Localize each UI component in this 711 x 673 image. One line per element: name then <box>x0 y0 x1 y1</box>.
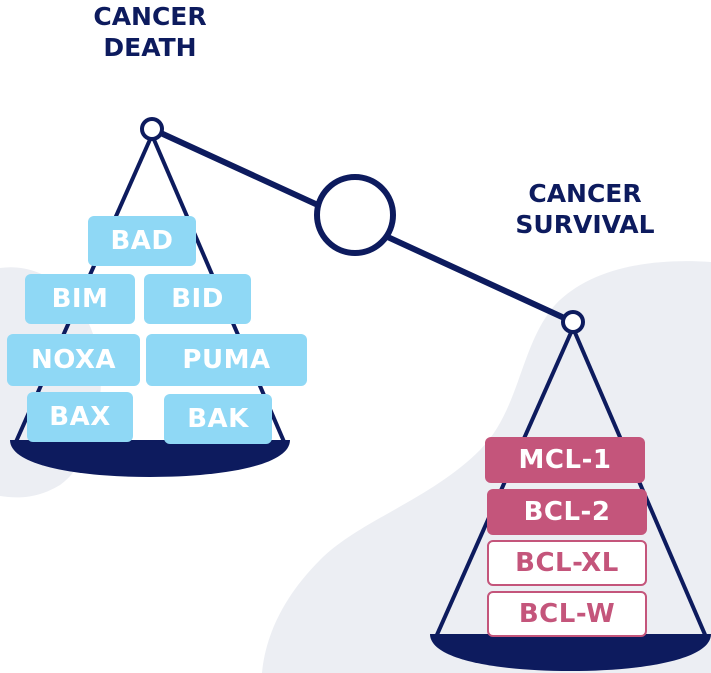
right-pan-hook <box>561 310 585 334</box>
protein-block-bad: BAD <box>88 216 196 266</box>
protein-block-bax: BAX <box>27 392 133 442</box>
protein-block-bim: BIM <box>25 274 135 324</box>
protein-block-bcl-2: BCL-2 <box>487 489 647 535</box>
cancer-death-heading: CANCER DEATH <box>60 1 240 63</box>
protein-block-puma: PUMA <box>146 334 307 386</box>
protein-block-noxa: NOXA <box>7 334 140 386</box>
protein-block-bid: BID <box>144 274 251 324</box>
left-pan <box>10 440 290 477</box>
left-pan-hook <box>140 117 164 141</box>
protein-block-bcl-w: BCL-W <box>487 591 647 637</box>
right-pan <box>430 634 711 671</box>
heading-line: SURVIVAL <box>515 210 655 239</box>
scale-pivot <box>314 174 396 256</box>
cancer-survival-heading: CANCER SURVIVAL <box>490 178 680 240</box>
heading-line: DEATH <box>103 33 197 62</box>
heading-line: CANCER <box>528 179 642 208</box>
protein-block-bcl-xl: BCL-XL <box>487 540 647 586</box>
protein-block-bak: BAK <box>164 394 272 444</box>
protein-block-mcl-1: MCL-1 <box>485 437 645 483</box>
heading-line: CANCER <box>93 2 207 31</box>
